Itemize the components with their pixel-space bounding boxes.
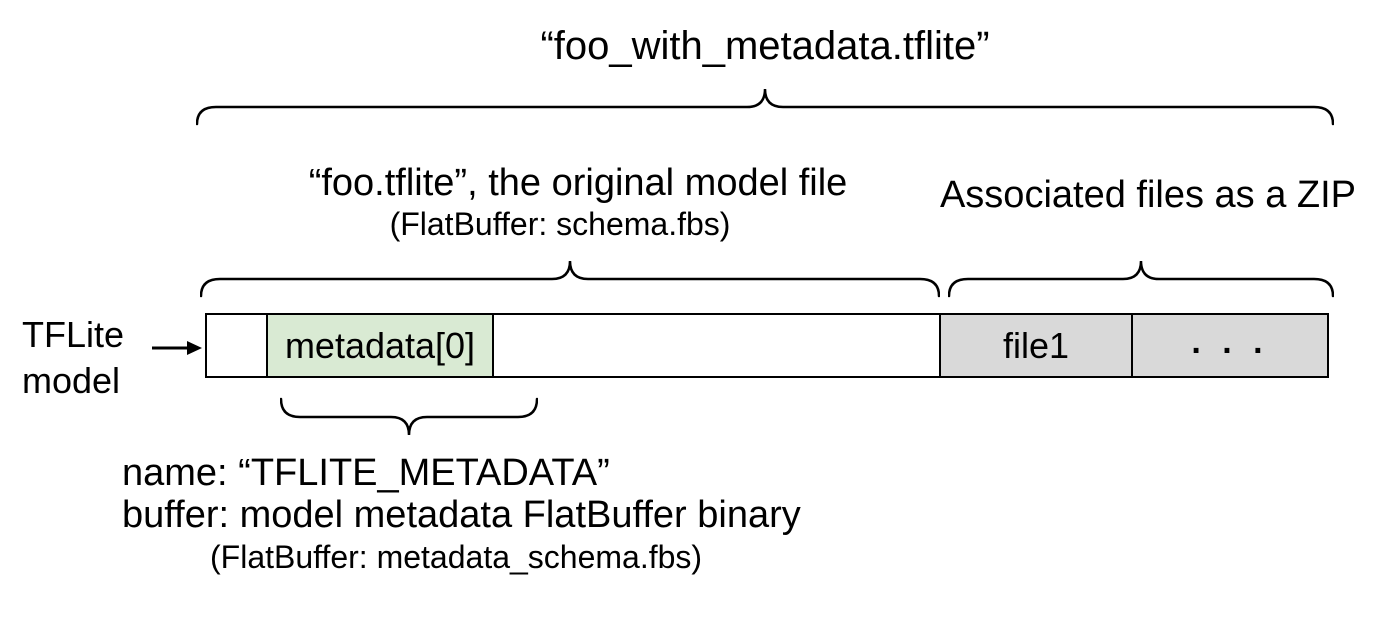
metadata-note-schema: (FlatBuffer: metadata_schema.fbs) — [210, 539, 703, 575]
zip-section-label: Associated files as a ZIP — [939, 174, 1357, 216]
bar-segment-model-body — [492, 315, 939, 376]
model-section-label: “foo.tflite”, the original model file — [308, 162, 848, 204]
zip-section-brace — [948, 260, 1334, 298]
metadata-note-buffer: buffer: model metadata FlatBuffer binary — [122, 494, 801, 536]
tflite-model-bar: metadata[0] file1 . . . — [205, 313, 1329, 378]
model-section-brace — [200, 260, 940, 298]
whole-file-brace — [196, 88, 1334, 126]
tflite-model-label: TFLite model — [22, 312, 124, 404]
tflite-model-label-line2: model — [22, 360, 121, 401]
bar-segment-more-files: . . . — [1131, 315, 1327, 376]
bar-segment-file1: file1 — [939, 315, 1131, 376]
metadata-note: name: “TFLITE_METADATA” buffer: model me… — [122, 452, 801, 578]
model-section-sublabel: (FlatBuffer: schema.fbs) — [389, 206, 731, 242]
tflite-model-label-line1: TFLite — [22, 314, 125, 355]
file-title: “foo_with_metadata.tflite” — [540, 24, 990, 68]
arrow-right-icon — [152, 341, 202, 355]
metadata-brace — [280, 397, 538, 436]
bar-segment-metadata: metadata[0] — [266, 315, 492, 376]
metadata-note-name: name: “TFLITE_METADATA” — [122, 452, 610, 494]
bar-segment-header — [207, 315, 266, 376]
